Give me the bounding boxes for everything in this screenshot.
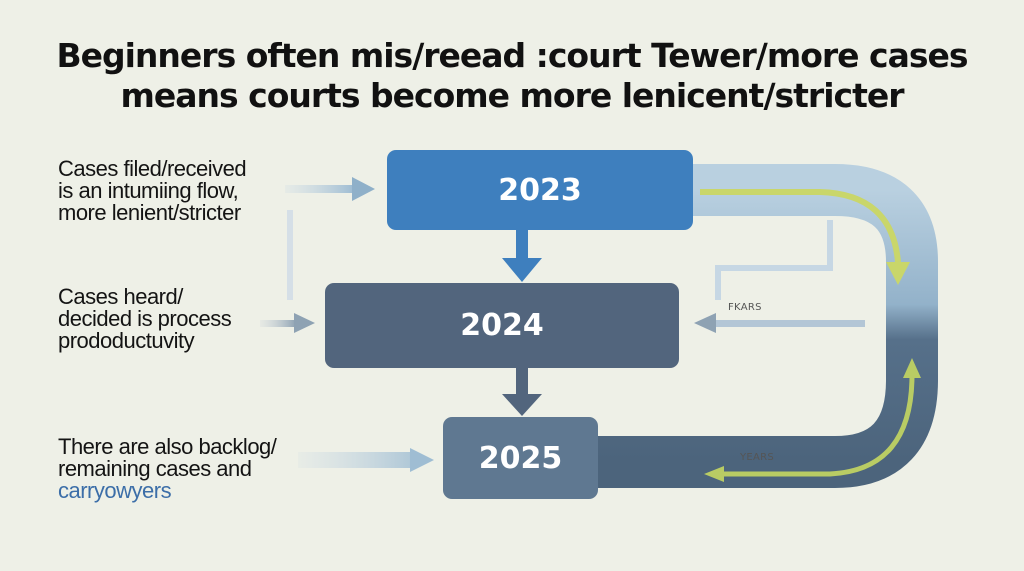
arrow-filed-head [352,177,375,201]
loop-arrow-down [700,189,901,263]
faint-connector [715,220,833,300]
arrow-2024-2025-shaft [516,366,528,396]
loop-arrow-down-head [886,262,910,285]
arrow-right-2024-shaft [715,320,865,327]
arrow-right-2024-head [694,313,716,333]
title-line-1: Beginners often mis/reead :court Tewer/m… [56,36,968,75]
arrow-backlog-shaft [298,452,412,468]
label-backlog: There are also backlog/ remaining cases … [58,434,277,503]
box-2025: 2025 [443,417,598,499]
loop-band [598,164,938,488]
arrow-2024-2025-head [502,394,542,416]
title-line-2: means courts become more lenicent/strict… [120,76,904,115]
arrow-heard-shaft [260,320,296,327]
label-backlog-line-1: There are also backlog/ [58,434,277,459]
label-cases-heard: Cases heard/ decided is process prododuc… [58,284,232,353]
label-backlog-line-2: remaining cases and [58,456,252,481]
arrow-2023-2024-shaft [516,228,528,260]
annotation-upper: FKARS [728,302,762,313]
label-backlog-line-3: carryowyers [58,478,172,503]
loop-arrow-left-head [704,466,724,482]
arrow-backlog-head [410,448,434,472]
label-cases-filed-line-3: more lenient/stricter [58,200,241,225]
label-cases-filed-line-2: is an intumiing flow, [58,178,239,203]
arrow-2023-2024-head [502,258,542,282]
loop-arrow-up [720,374,915,477]
label-cases-filed: Cases filed/received is an intumiing flo… [58,156,247,225]
box-2024: 2024 [325,283,679,368]
box-2023: 2023 [387,150,693,230]
arrow-filed-shaft [285,185,353,193]
annotation-lower: YEARS [740,452,775,463]
label-cases-heard-line-2: decided is process [58,306,232,331]
label-cases-heard-line-1: Cases heard/ [58,284,183,309]
label-cases-filed-line-1: Cases filed/received [58,156,247,181]
arrow-heard-head [294,313,315,333]
loop-arrow-up-head [903,358,921,378]
label-cases-heard-line-3: prodoductuvity [58,328,195,353]
